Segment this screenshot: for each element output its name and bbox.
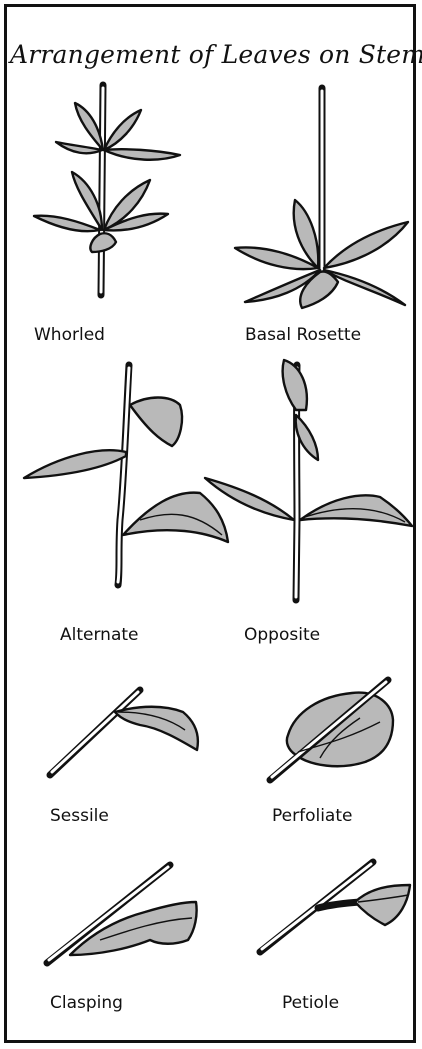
clasping-label: Clasping — [50, 993, 123, 1013]
perfoliate-illustration — [270, 680, 393, 780]
opposite-label: Opposite — [244, 625, 320, 645]
whorled-illustration — [34, 85, 180, 295]
alternate-label: Alternate — [60, 625, 138, 645]
clasping-illustration — [47, 865, 197, 963]
sessile-label: Sessile — [50, 806, 109, 826]
sessile-illustration — [50, 690, 198, 775]
basal-rosette-label: Basal Rosette — [245, 325, 361, 345]
opposite-illustration — [205, 360, 412, 600]
alternate-illustration — [24, 365, 228, 585]
petiole-illustration — [260, 862, 410, 952]
perfoliate-label: Perfoliate — [272, 806, 352, 826]
whorled-label: Whorled — [34, 325, 105, 345]
basal-rosette-illustration — [235, 88, 408, 308]
petiole-label: Petiole — [282, 993, 339, 1013]
